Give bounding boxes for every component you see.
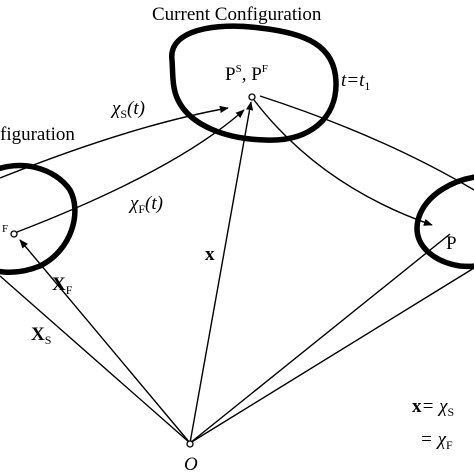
x-vector-label: x: [205, 244, 215, 265]
right-point-label: P: [446, 233, 457, 254]
equation-1-subscript: S: [447, 405, 454, 419]
equation-2-rhs: = χ: [420, 429, 447, 450]
chi-f-subscript: F: [138, 202, 145, 216]
right-configuration-boundary: [414, 174, 474, 270]
left-point-superscript: F: [2, 223, 8, 235]
svg-text:x: x: [205, 244, 215, 265]
chi-s-symbol: χ: [110, 98, 121, 119]
point-f-label: P: [251, 64, 262, 85]
svg-text:P: P: [446, 233, 457, 254]
svg-text:figuration: figuration: [0, 124, 75, 145]
point-f-superscript: F: [262, 63, 268, 75]
x-vector: [189, 101, 254, 444]
svg-text:= χF: = χF: [420, 429, 453, 452]
svg-text:Current Configuration: Current Configuration: [152, 4, 322, 25]
chi-s-argument: (t): [127, 98, 145, 119]
X-S-label: X: [31, 324, 45, 345]
right-upper-vector: [189, 233, 451, 444]
point-s-label: P: [225, 64, 236, 85]
point-s-superscript: S: [236, 63, 242, 75]
svg-text:χS(t): χS(t): [110, 98, 145, 121]
X-F-label: X: [52, 274, 66, 295]
equation-lhs: x: [412, 396, 422, 417]
chi-f-argument: (t): [145, 193, 163, 214]
right-lower-vector: [189, 267, 474, 444]
svg-text:χF(t): χF(t): [128, 193, 163, 216]
reference-configuration-title: figuration: [0, 124, 75, 145]
current-configuration-title: Current Configuration: [152, 4, 322, 25]
chi-f-symbol: χ: [128, 193, 139, 214]
chi-f-mapping-curve: [16, 109, 245, 233]
current-configuration-boundary: [169, 23, 339, 143]
equation-2-subscript: F: [446, 438, 453, 452]
svg-text:F: F: [2, 223, 8, 235]
svg-text:t=t1: t=t1: [341, 70, 370, 93]
point-separator: ,: [242, 64, 252, 85]
time-subscript: 1: [364, 79, 370, 93]
time-label: t=t: [341, 70, 365, 91]
svg-text:XS: XS: [31, 324, 51, 347]
svg-text:XF: XF: [52, 274, 73, 297]
right-mapping-lower-curve: [253, 99, 433, 226]
left-configuration-boundary: [0, 162, 78, 275]
chi-s-subscript: S: [120, 107, 127, 121]
point-origin: [186, 440, 194, 448]
point-top: [248, 93, 256, 101]
X-S-vector: [0, 275, 191, 444]
X-F-vector: [19, 239, 191, 444]
svg-text:PS, PF: PS, PF: [225, 63, 268, 85]
origin-label: O: [184, 454, 198, 474]
chi-s-mapping-curve: [0, 105, 229, 179]
right-mapping-upper-curve: [259, 95, 474, 191]
X-F-subscript: F: [66, 283, 73, 297]
equation-1-rhs: = χ: [422, 396, 449, 417]
X-S-subscript: S: [45, 333, 52, 347]
svg-text:O: O: [184, 454, 198, 474]
point-left: [10, 230, 18, 238]
svg-text:x= χS: x= χS: [412, 396, 454, 419]
